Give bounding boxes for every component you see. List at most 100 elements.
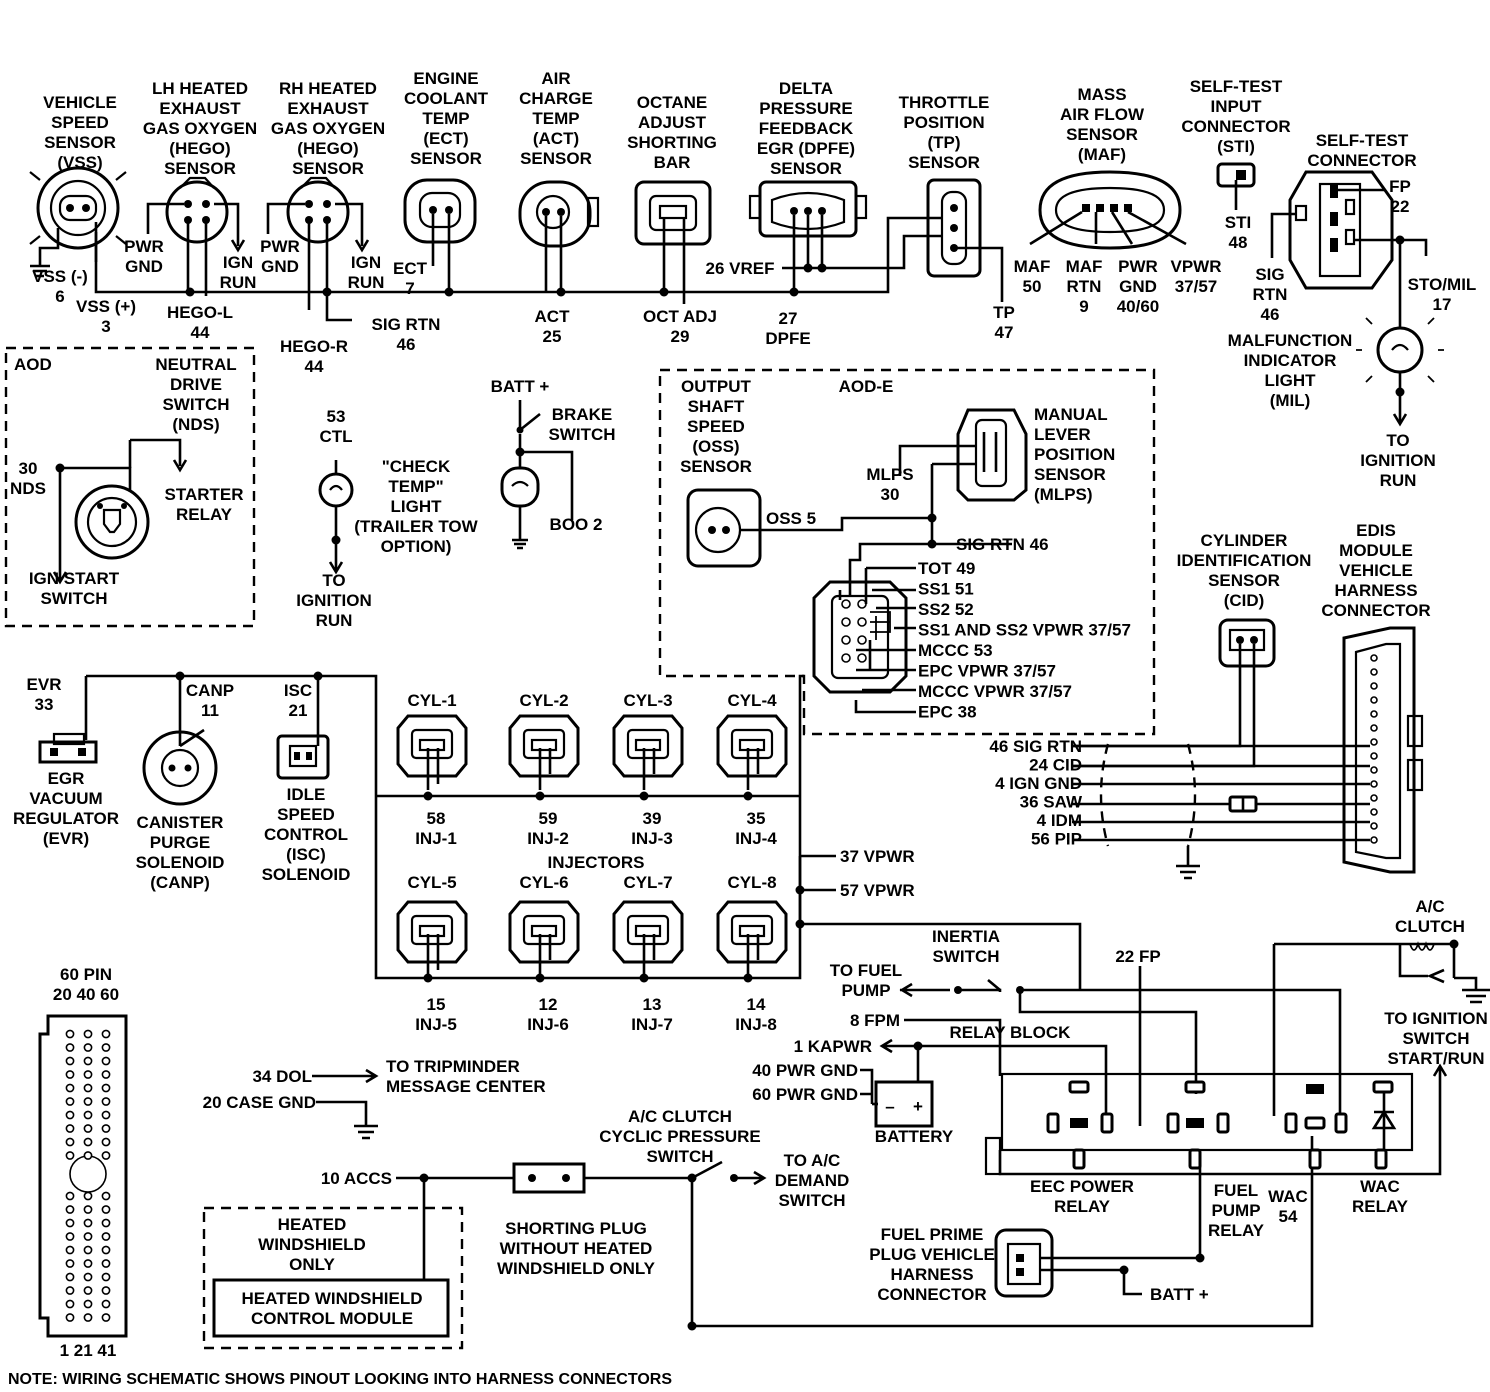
- aode-label: AOD-E: [839, 377, 894, 396]
- fp22-pin: 22 FP: [1115, 947, 1160, 966]
- aode-pin-7: EPC 38: [918, 703, 977, 722]
- tp-connector: [926, 178, 982, 278]
- edis-pin-2: 4 IGN GND: [995, 774, 1082, 793]
- aode-pin-3: SS1 AND SS2 VPWR 37/57: [918, 621, 1131, 640]
- pin-hole: [101, 1043, 111, 1052]
- junction-dot: [423, 791, 433, 801]
- edis-pin-4: 4 IDM: [1037, 811, 1082, 830]
- pin-hole: [83, 1286, 93, 1295]
- lh-hego-connector: [165, 176, 229, 244]
- pin-hole: [83, 1029, 93, 1039]
- dol-pin: 34 DOL: [252, 1067, 312, 1086]
- pin-hole: [65, 1043, 75, 1052]
- oss-pin: OSS 5: [766, 509, 816, 528]
- aode-pin-1: SS1 51: [918, 580, 974, 599]
- pin-hole: [65, 1191, 75, 1201]
- pin-hole: [83, 1205, 93, 1214]
- edis-pin-row: [1370, 654, 1378, 844]
- relay-block-label: RELAY BLOCK: [950, 1023, 1072, 1042]
- pin-hole: [101, 1218, 111, 1228]
- pin-hole: [101, 1299, 111, 1309]
- pin-hole: [83, 1299, 93, 1309]
- vpwr-bus: [795, 854, 1082, 990]
- pin-hole: [65, 1124, 75, 1133]
- act-connector: [518, 180, 600, 248]
- injector-top-0: [396, 714, 468, 790]
- check-temp-lamp: [318, 460, 354, 575]
- pin-hole: [83, 1110, 93, 1120]
- junction-dot: [639, 973, 649, 983]
- pin-hole: [65, 1070, 75, 1079]
- junction-dot: [743, 973, 753, 983]
- pin-hole: [83, 1137, 93, 1147]
- pin60-label-bottom: 1 21 41: [60, 1341, 117, 1360]
- pin-hole: [101, 1137, 111, 1147]
- pin-hole: [65, 1218, 75, 1228]
- injector-bot-3: [716, 900, 788, 976]
- accs-pin: 10 ACCS: [321, 1169, 392, 1188]
- pin-hole: [83, 1043, 93, 1052]
- injector-connectors: [396, 714, 788, 983]
- pin-hole: [65, 1232, 75, 1241]
- cyl-top-1: CYL-2: [519, 691, 568, 710]
- relay-block: [860, 939, 1490, 1298]
- aode-pin-0: TOT 49: [918, 559, 975, 578]
- cyl-top-3: CYL-4: [727, 691, 777, 710]
- pin-hole: [101, 1259, 111, 1268]
- aod-label: AOD: [14, 355, 52, 374]
- brake-switch: [500, 400, 574, 550]
- junction-dot: [535, 791, 545, 801]
- edis-pin-1: 24 CID: [1029, 756, 1082, 775]
- vpwr37-pin: 37 VPWR: [840, 847, 915, 866]
- pin-hole: [83, 1070, 93, 1079]
- dol-wiring: [312, 1068, 379, 1140]
- battery-neg: –: [885, 1097, 894, 1116]
- pin-hole: [101, 1056, 111, 1066]
- cyl-top-0: CYL-1: [407, 691, 456, 710]
- pin-hole: [65, 1097, 75, 1106]
- cyl-bot-2: CYL-7: [623, 873, 672, 892]
- fpm-pin: 8 FPM: [850, 1011, 900, 1030]
- cid-connector: [1072, 618, 1276, 768]
- pin-hole: [65, 1299, 75, 1309]
- vpwr57-pin: 57 VPWR: [840, 881, 915, 900]
- cyl-top-2: CYL-3: [623, 691, 672, 710]
